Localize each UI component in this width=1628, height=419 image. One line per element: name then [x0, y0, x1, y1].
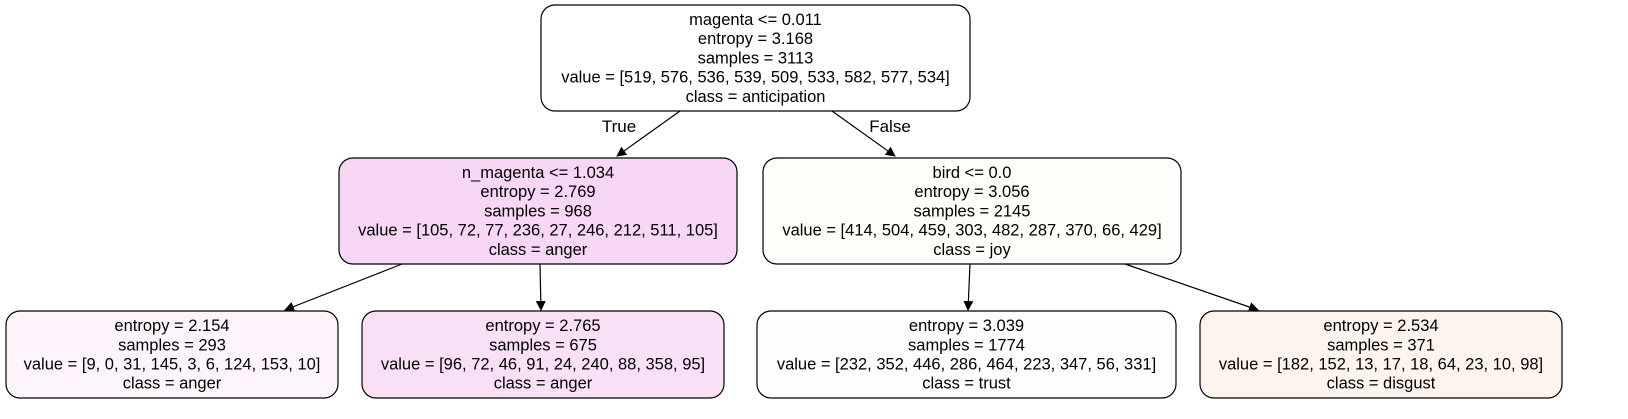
- node-line: class = joy: [933, 241, 1011, 259]
- node-line: entropy = 2.769: [480, 183, 595, 201]
- node-line: entropy = 2.534: [1323, 317, 1438, 335]
- node-line: value = [105, 72, 77, 236, 27, 246, 212,…: [358, 222, 718, 240]
- node-line: samples = 1774: [908, 336, 1025, 354]
- edge-label-false: False: [869, 117, 911, 136]
- node-line: value = [9, 0, 31, 145, 3, 6, 124, 153, …: [24, 355, 321, 373]
- node-line: samples = 2145: [914, 202, 1031, 220]
- node-box: [1199, 310, 1563, 399]
- node-line: entropy = 3.039: [909, 317, 1024, 335]
- node-box: [756, 310, 1177, 399]
- node-line: n_magenta <= 1.034: [462, 164, 614, 182]
- node-box: [361, 310, 725, 399]
- node-box: [540, 4, 971, 112]
- node-line: bird <= 0.0: [933, 164, 1012, 182]
- node-line: class = anger: [489, 241, 588, 259]
- node-line: value = [414, 504, 459, 303, 482, 287, 3…: [782, 222, 1161, 240]
- node-box: [5, 310, 339, 399]
- node-line: magenta <= 0.011: [689, 11, 822, 29]
- node-box: [762, 157, 1182, 265]
- node-line: value = [182, 152, 13, 17, 18, 64, 23, 1…: [1219, 355, 1543, 373]
- node-line: class = anger: [494, 375, 593, 393]
- node-line: value = [519, 576, 536, 539, 509, 533, 5…: [561, 69, 950, 87]
- node-line: entropy = 3.168: [698, 30, 813, 48]
- node-line: entropy = 2.154: [114, 317, 229, 335]
- node-line: samples = 675: [489, 336, 597, 354]
- edge-right-rl: [963, 263, 974, 311]
- edge-label-true: True: [602, 117, 636, 136]
- edge-root-right: [831, 110, 896, 157]
- node-line: samples = 371: [1327, 336, 1435, 354]
- node-line: class = disgust: [1327, 375, 1436, 393]
- edge-left-ll: [284, 263, 403, 312]
- node-line: value = [96, 72, 46, 91, 24, 240, 88, 35…: [381, 355, 705, 373]
- node-box: [338, 157, 738, 265]
- node-line: entropy = 3.056: [914, 183, 1029, 201]
- node-line: class = anger: [123, 375, 222, 393]
- node-line: samples = 968: [484, 202, 592, 220]
- node-line: class = trust: [922, 375, 1011, 393]
- edge-left-lr: [535, 263, 546, 311]
- node-line: samples = 3113: [698, 49, 814, 67]
- node-line: entropy = 2.765: [485, 317, 600, 335]
- edge-right-rr: [1124, 263, 1259, 312]
- node-line: value = [232, 352, 446, 286, 464, 223, 3…: [777, 355, 1156, 373]
- edge-root-left: [616, 110, 681, 157]
- node-line: samples = 293: [118, 336, 226, 354]
- node-line: class = anticipation: [686, 88, 826, 106]
